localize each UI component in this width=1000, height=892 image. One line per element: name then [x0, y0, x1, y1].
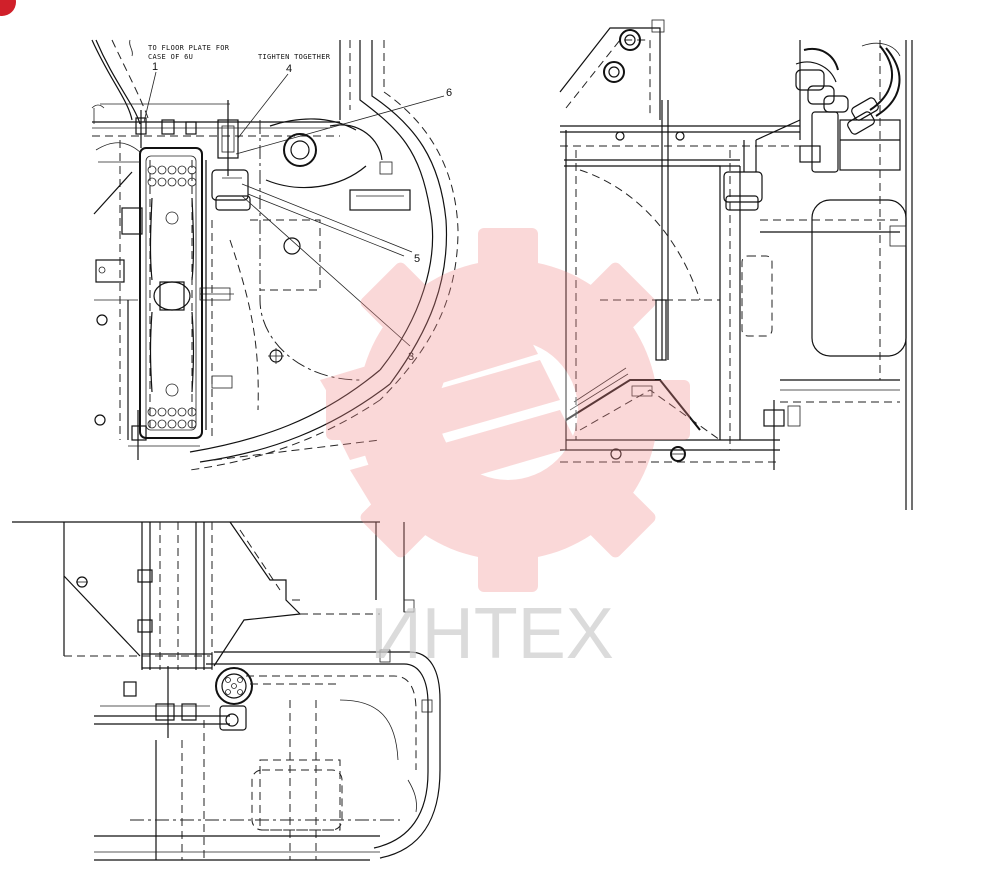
note-floor-plate-line1: TO FLOOR PLATE FOR: [148, 44, 230, 52]
callout-4: 4: [286, 63, 292, 75]
view-bottom: [12, 521, 441, 861]
watermark-logo: [320, 228, 690, 592]
note-tighten-together: TIGHTEN TOGETHER: [258, 53, 331, 61]
view-top-right: [559, 19, 913, 510]
note-floor-plate-line2: CASE OF 6U: [148, 53, 193, 61]
watermark-text: ИНТЕХ: [370, 594, 614, 674]
callout-5: 5: [414, 253, 420, 265]
view-top-left: [91, 39, 459, 471]
callout-6: 6: [446, 87, 452, 99]
callout-3: 3: [408, 351, 414, 363]
gear-icon: [320, 228, 690, 592]
callout-1: 1: [152, 61, 158, 73]
corner-badge: [0, 0, 16, 16]
